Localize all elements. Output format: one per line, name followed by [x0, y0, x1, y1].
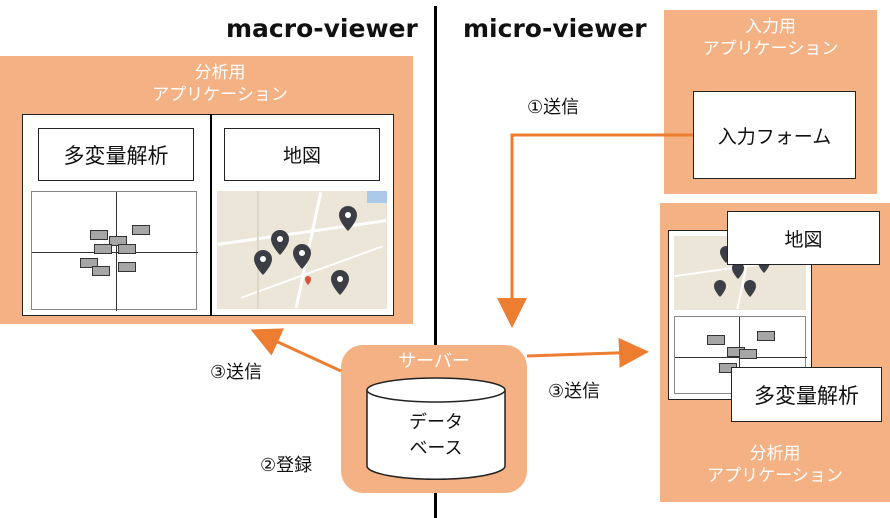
- scatter-point: [757, 331, 775, 341]
- map-pin-icon: [254, 206, 357, 295]
- server-label: サーバー: [398, 351, 470, 372]
- scatter-point: [132, 225, 150, 235]
- database-label-line1: データ: [409, 412, 463, 433]
- left-map-label: 地図: [224, 128, 380, 181]
- left-map-image: [217, 191, 387, 309]
- right-app-footer-line2: アプリケーション: [707, 466, 843, 486]
- scatter-point: [92, 266, 110, 276]
- map-water: [367, 191, 387, 203]
- scatter-point: [90, 230, 108, 240]
- scatter-axis-v: [116, 192, 117, 311]
- map-road: [257, 191, 259, 309]
- left-app-header: 分析用 アプリケーション: [120, 62, 320, 106]
- database-label-line2: ベース: [409, 438, 463, 459]
- right-app-footer: 分析用 アプリケーション: [660, 443, 890, 487]
- right-app-footer-line1: 分析用: [749, 444, 801, 464]
- right-mv-label: 多変量解析: [731, 367, 882, 422]
- database-cylinder: [366, 377, 506, 480]
- scatter-point: [118, 244, 136, 254]
- macro-viewer-title: macro-viewer: [226, 14, 418, 43]
- step-send-1: ①送信: [527, 97, 580, 118]
- arrow-send-3-right: [526, 337, 649, 368]
- scatter-axis-h: [32, 252, 198, 253]
- input-app-header-line2: アプリケーション: [702, 39, 839, 59]
- divider-line: [434, 6, 437, 518]
- right-map-label: 地図: [727, 211, 880, 265]
- left-mv-label: 多変量解析: [38, 128, 194, 181]
- arrow-send-3-left: [250, 328, 342, 373]
- step-send-3-left: ③送信: [210, 362, 263, 383]
- left-app-header-line2: アプリケーション: [152, 85, 288, 105]
- step-send-3-right: ③送信: [548, 381, 601, 402]
- arrow-send-1: [497, 133, 693, 328]
- scatter-point: [80, 258, 98, 268]
- input-app-header-line1: 入力用: [745, 17, 796, 37]
- micro-viewer-title: micro-viewer: [463, 14, 647, 43]
- database-label: データ ベース: [365, 410, 507, 462]
- scatter-point: [739, 349, 757, 359]
- input-form-box: 入力フォーム: [693, 91, 856, 179]
- input-app-header: 入力用 アプリケーション: [664, 16, 877, 60]
- scatter-point: [707, 335, 725, 345]
- step-register: ②登録: [260, 455, 313, 476]
- left-scatter-plot: [31, 191, 198, 311]
- scatter-point: [94, 244, 112, 254]
- left-app-split-line: [210, 114, 212, 316]
- map-pins: [254, 206, 357, 295]
- left-app-header-line1: 分析用: [194, 63, 246, 83]
- scatter-point: [118, 262, 136, 272]
